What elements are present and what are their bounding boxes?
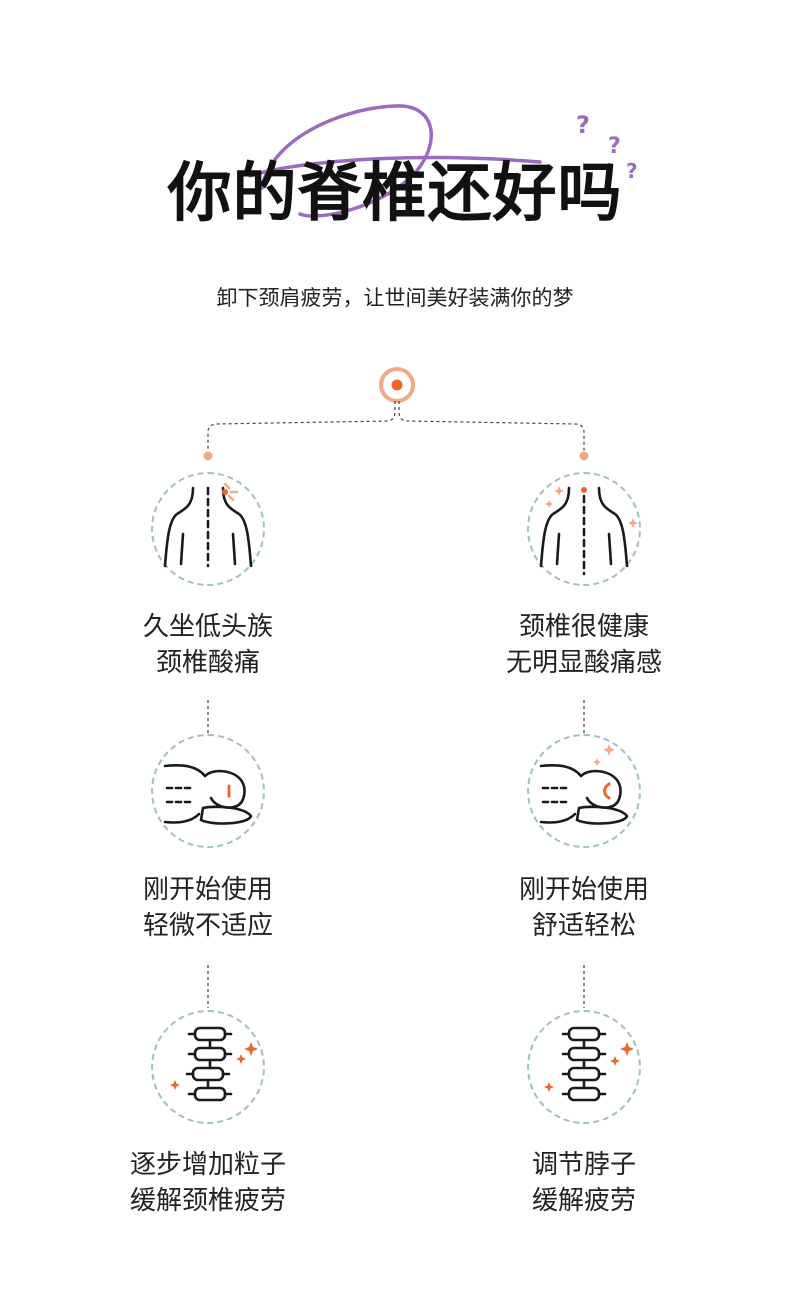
right-label-3: 调节脖子 缓解疲劳 [454,1147,714,1219]
left-label-3-line2: 缓解颈椎疲劳 [129,1186,286,1216]
left-label-2-line2: 轻微不适应 [142,911,273,941]
spine-relief-circle [527,1010,641,1124]
left-label-1-line1: 久坐低头族 [142,612,273,642]
right-label-1-line1: 颈椎很健康 [518,612,649,642]
left-label-1: 久坐低头族 颈椎酸痛 [78,609,338,681]
right-label-1: 颈椎很健康 无明显酸痛感 [454,609,714,681]
healthy-back-circle [527,472,641,586]
left-label-3: 逐步增加粒子 缓解颈椎疲劳 [78,1147,338,1219]
right-label-1-line2: 无明显酸痛感 [505,648,662,678]
svg-text:?: ? [608,134,621,159]
left-label-2-line1: 刚开始使用 [142,875,273,905]
right-label-2: 刚开始使用 舒适轻松 [454,872,714,944]
back-pain-circle [151,472,265,586]
spine-icon [170,1026,258,1102]
left-label-1-line2: 颈椎酸痛 [155,648,260,678]
left-label-3-line1: 逐步增加粒子 [129,1150,286,1180]
back-pain-icon [163,482,253,568]
pillow-sleep-circle [151,734,265,848]
pillow-comfort-circle [527,734,641,848]
page-subtitle: 卸下颈肩疲劳，让世间美好装满你的梦 [216,286,574,310]
spine-relief-icon [544,1026,634,1102]
right-label-2-line1: 刚开始使用 [518,875,649,905]
right-label-3-line2: 缓解疲劳 [531,1186,636,1216]
svg-text:?: ? [576,111,590,139]
title-swoosh-icon [248,104,542,218]
left-label-2: 刚开始使用 轻微不适应 [78,872,338,944]
healthy-back-icon [539,486,638,576]
spine-circle [151,1010,265,1124]
question-marks-icon: ? ? ? [576,111,638,183]
pillow-sleep-icon [163,764,253,825]
pillow-comfort-icon [539,744,629,825]
page-title: 你的脊椎还好吗 [167,157,623,231]
right-label-3-line1: 调节脖子 [531,1150,636,1180]
right-label-2-line2: 舒适轻松 [531,911,636,941]
svg-text:?: ? [626,159,638,183]
branch-origin-icon [379,367,415,403]
